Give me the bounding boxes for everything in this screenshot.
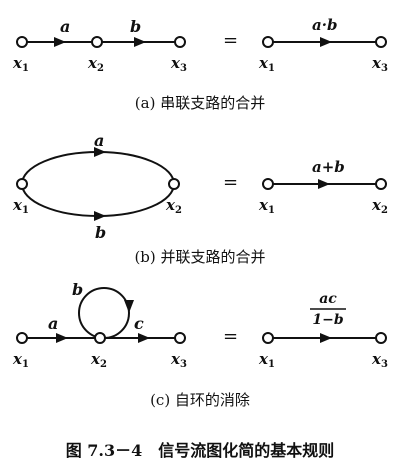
node-label: x3 (371, 350, 388, 370)
node-x3 (375, 332, 387, 344)
gain-label: b (95, 223, 106, 242)
panel-caption: (c) 自环的消除 (150, 391, 250, 409)
arrowhead (54, 37, 66, 47)
gain-label: a (94, 131, 104, 150)
node-x3 (375, 36, 387, 48)
gain-label: c (134, 314, 144, 333)
gain-label: a (48, 314, 58, 333)
node-x1 (262, 332, 274, 344)
node-label: x3 (371, 54, 388, 74)
node-x1 (262, 178, 274, 190)
node-label: x1 (12, 54, 29, 74)
panel-c: b a c x1 x2 x3 = ac 1−b x1 x3 (c) 自环的消除 (12, 280, 388, 409)
loop-gain-label: b (72, 280, 83, 299)
node-x2 (91, 36, 103, 48)
node-x3 (174, 332, 186, 344)
gain-label: a+b (312, 158, 345, 176)
gain-label: a·b (312, 16, 337, 34)
node-label: x2 (87, 54, 104, 74)
arrowhead (56, 333, 68, 343)
node-label: x3 (170, 54, 187, 74)
node-x1 (262, 36, 274, 48)
arrowhead (320, 333, 332, 343)
node-label: x2 (165, 196, 182, 216)
panel-a: a b x1 x2 x3 = a·b x1 x3 (a) 串联支路的合并 (12, 16, 388, 112)
arrowhead (94, 211, 106, 221)
gain-label: b (130, 17, 141, 36)
gain-denominator: 1−b (312, 312, 343, 328)
panel-caption: (a) 串联支路的合并 (135, 94, 265, 112)
gain-numerator: ac (319, 291, 337, 307)
equals-sign: = (223, 30, 238, 51)
arrowhead (94, 147, 106, 157)
node-label: x2 (90, 350, 107, 370)
node-x2 (94, 332, 106, 344)
node-x2 (168, 178, 180, 190)
node-x3 (174, 36, 186, 48)
node-label: x1 (258, 54, 275, 74)
arrowhead (318, 179, 330, 189)
parallel-branches (21, 151, 175, 217)
node-label: x3 (170, 350, 187, 370)
arrowhead (138, 333, 150, 343)
arrowhead (134, 37, 146, 47)
node-label: x1 (12, 350, 29, 370)
node-label: x1 (258, 196, 275, 216)
arrowhead (320, 37, 332, 47)
equals-sign: = (223, 172, 238, 193)
node-x1 (16, 178, 28, 190)
gain-label: a (60, 17, 70, 36)
equals-sign: = (223, 326, 238, 347)
node-x1 (16, 36, 28, 48)
figure-caption: 图 7.3－4 信号流图化简的基本规则 (66, 441, 335, 460)
panel-b: a b x1 x2 = a+b x1 x2 (b) 并联支路的合并 (12, 131, 388, 266)
node-label: x1 (12, 196, 29, 216)
arrowhead (124, 300, 134, 313)
node-x2 (375, 178, 387, 190)
node-label: x1 (258, 350, 275, 370)
node-label: x2 (371, 196, 388, 216)
self-loop (78, 287, 130, 339)
panel-caption: (b) 并联支路的合并 (134, 248, 265, 266)
node-x1 (16, 332, 28, 344)
